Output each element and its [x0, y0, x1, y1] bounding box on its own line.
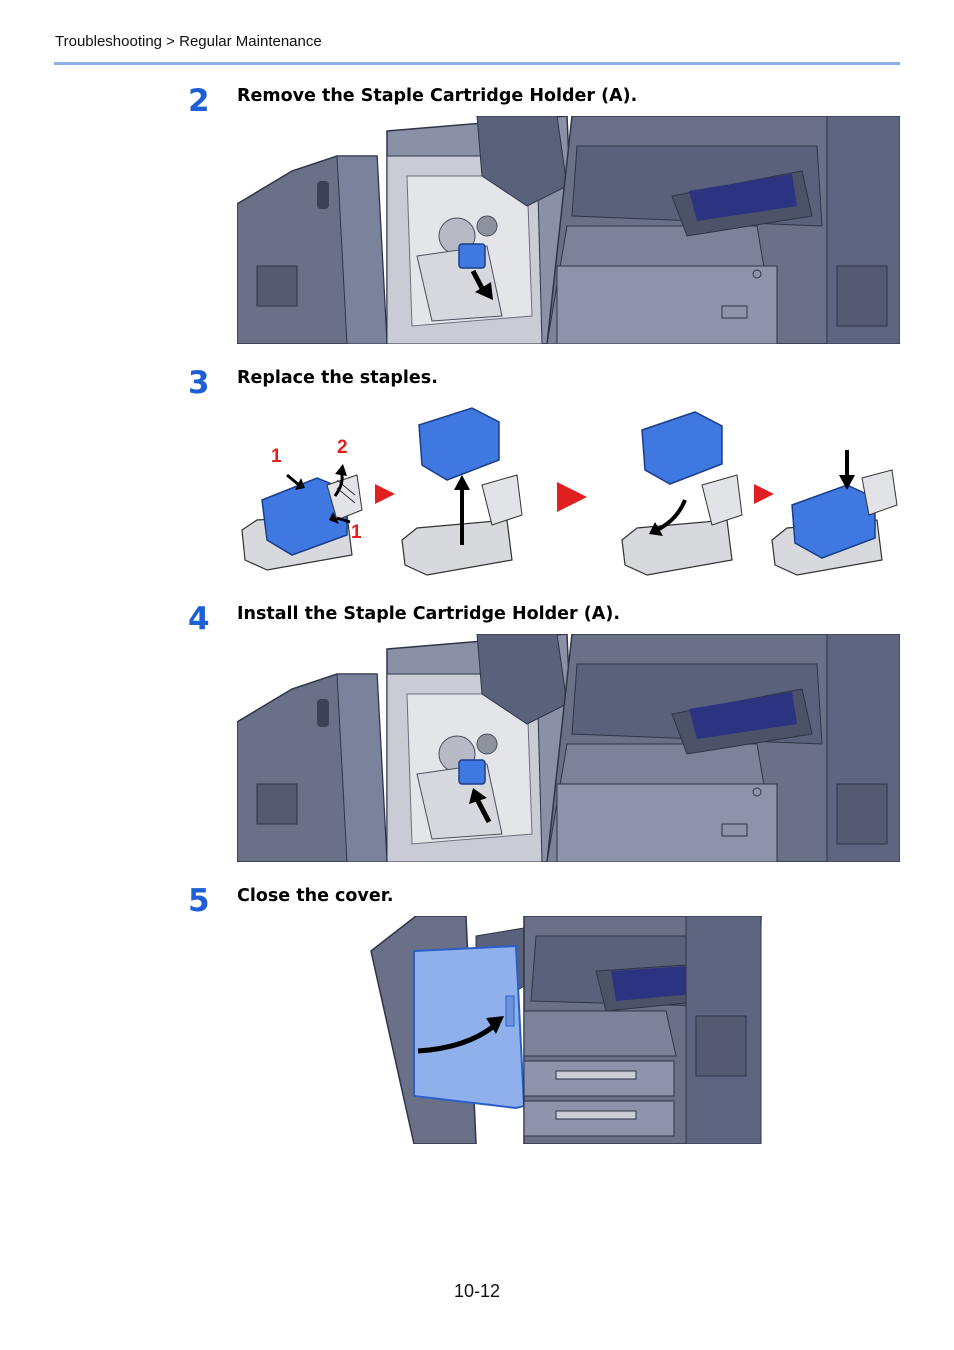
callout-1-left: 1 [271, 446, 282, 467]
arrow-right-triangle-icon [754, 484, 774, 504]
callout-1-right: 1 [351, 522, 362, 543]
arrow-right-triangle-icon [375, 484, 395, 504]
step-3-illustration: 1 2 1 [237, 400, 900, 580]
step-5-text: Close the cover. [237, 886, 394, 906]
cartridge-lifted [401, 407, 523, 576]
callout-2: 2 [337, 437, 348, 458]
step-4-text: Install the Staple Cartridge Holder (A). [237, 604, 620, 624]
step-3-number: 3 [188, 365, 210, 401]
cartridge-inserting [621, 411, 743, 576]
front-cover [413, 944, 526, 1110]
staple-cartridge-holder [458, 759, 486, 785]
staple-cartridge-holder [458, 243, 486, 269]
page-number: 10-12 [453, 1281, 501, 1301]
step-3-text: Replace the staples. [237, 368, 438, 388]
step-2-text: Remove the Staple Cartridge Holder (A). [237, 86, 638, 106]
step-2-illustration [237, 116, 900, 344]
header-divider [54, 62, 900, 65]
curved-arrow-icon [417, 1016, 504, 1054]
arrow-up-icon [469, 788, 492, 824]
step-2-number: 2 [188, 83, 210, 119]
arrow-right-triangle-icon [557, 482, 587, 512]
step-4-illustration [237, 634, 900, 862]
press-arrow-icon [286, 464, 351, 524]
cartridge-in-holder-1 [241, 474, 363, 571]
step-5-number: 5 [188, 883, 210, 919]
breadcrumb: Troubleshooting > Regular Maintenance [55, 33, 322, 50]
cartridge-installed [771, 450, 898, 576]
step-4-number: 4 [188, 601, 210, 637]
arrow-down-icon [470, 269, 493, 300]
step-5-illustration [366, 916, 766, 1144]
